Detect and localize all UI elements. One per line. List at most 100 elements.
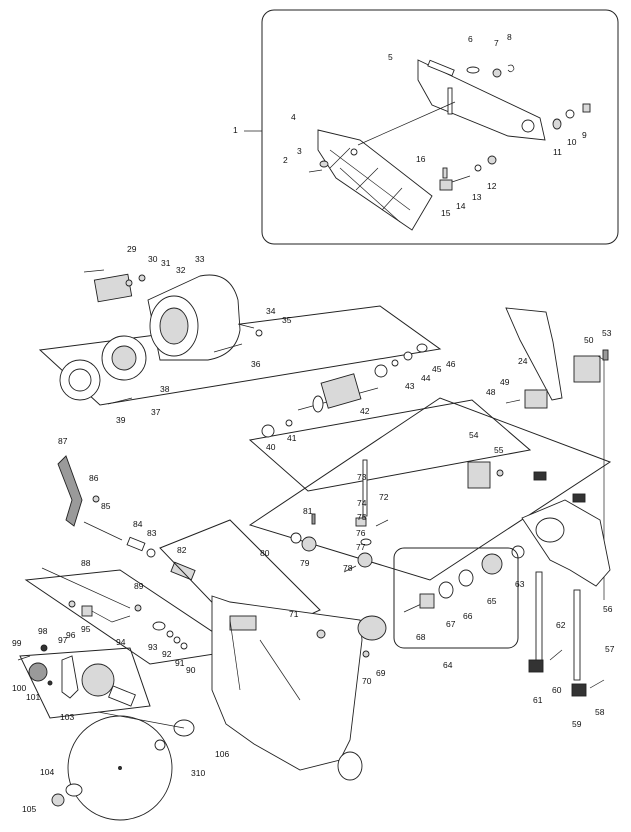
part-label-96: 96 bbox=[66, 630, 76, 640]
part-label-40: 40 bbox=[266, 442, 276, 452]
part-label-94: 94 bbox=[116, 637, 126, 647]
clamp-block-top2 bbox=[572, 493, 586, 503]
spindle-68 bbox=[403, 593, 435, 613]
part-label-48: 48 bbox=[486, 387, 496, 397]
part-label-106: 106 bbox=[215, 749, 229, 759]
part-label-54: 54 bbox=[469, 430, 479, 440]
blade-guard-assembly-box bbox=[261, 9, 619, 245]
part-label-64: 64 bbox=[443, 660, 453, 670]
part-label-32: 32 bbox=[176, 265, 186, 275]
assembly-line-a bbox=[357, 101, 456, 146]
part-label-100: 100 bbox=[12, 683, 26, 693]
bolt-36 bbox=[213, 343, 243, 353]
part-label-86: 86 bbox=[89, 473, 99, 483]
knob-100 bbox=[28, 662, 48, 682]
part-label-1: 1 bbox=[233, 125, 238, 135]
part-label-8: 8 bbox=[507, 32, 512, 42]
screw-72 bbox=[375, 519, 389, 527]
part-label-33: 33 bbox=[195, 254, 205, 264]
part-label-104: 104 bbox=[40, 767, 54, 777]
part-label-68: 68 bbox=[416, 632, 426, 642]
bracket-50 bbox=[573, 355, 601, 383]
screw-31 bbox=[125, 279, 133, 287]
part-label-16: 16 bbox=[416, 154, 426, 164]
ring-90 bbox=[180, 642, 188, 650]
part-label-85: 85 bbox=[101, 501, 111, 511]
blade-axis-line bbox=[97, 711, 185, 729]
ring-35 bbox=[255, 329, 263, 337]
screw-34 bbox=[237, 323, 255, 329]
part-label-4: 4 bbox=[291, 112, 296, 122]
part-label-39: 39 bbox=[116, 415, 126, 425]
brush-cap-30 bbox=[93, 273, 133, 303]
part-label-77: 77 bbox=[356, 542, 366, 552]
bearing-67 bbox=[438, 581, 454, 599]
washer-83 bbox=[146, 548, 156, 558]
rod-57 bbox=[573, 589, 581, 681]
flange-104 bbox=[65, 783, 83, 797]
bushing-11 bbox=[552, 118, 562, 130]
part-label-43: 43 bbox=[405, 381, 415, 391]
screw-60 bbox=[549, 649, 563, 661]
part-label-70: 70 bbox=[362, 676, 372, 686]
part-label-65: 65 bbox=[487, 596, 497, 606]
part-label-41: 41 bbox=[287, 433, 297, 443]
part-label-24: 24 bbox=[518, 356, 528, 366]
screw-78 bbox=[343, 565, 357, 573]
screw-89 bbox=[134, 604, 142, 612]
part-label-87: 87 bbox=[58, 436, 68, 446]
ring-92 bbox=[166, 630, 174, 638]
part-label-5: 5 bbox=[388, 52, 393, 62]
part-label-101: 101 bbox=[26, 692, 40, 702]
part-label-80: 80 bbox=[260, 548, 270, 558]
part-label-46: 46 bbox=[446, 359, 456, 369]
screw-86 bbox=[92, 495, 100, 503]
riving-knife-24 bbox=[505, 307, 563, 401]
armature-group-outline bbox=[248, 399, 532, 492]
blade-center bbox=[118, 766, 122, 770]
gear-77 bbox=[357, 552, 373, 568]
screw-55 bbox=[496, 469, 504, 477]
plate-49 bbox=[524, 389, 548, 409]
part-label-310: 310 bbox=[191, 768, 205, 778]
part-label-103: 103 bbox=[60, 712, 74, 722]
bolt-14 bbox=[451, 175, 471, 183]
part-label-95: 95 bbox=[81, 624, 91, 634]
spindle-assembly-box bbox=[393, 547, 519, 649]
part-label-73: 73 bbox=[357, 472, 367, 482]
screw-29 bbox=[83, 269, 105, 273]
washer-3 bbox=[319, 160, 329, 168]
ring-91 bbox=[173, 636, 181, 644]
block-59 bbox=[571, 683, 587, 697]
part-label-63: 63 bbox=[515, 579, 525, 589]
part-label-92: 92 bbox=[162, 649, 172, 659]
arm-bracket-56 bbox=[521, 499, 611, 587]
part-label-37: 37 bbox=[151, 407, 161, 417]
sleeve-82 bbox=[170, 561, 196, 581]
lever-87 bbox=[57, 455, 83, 527]
part-label-45: 45 bbox=[432, 364, 442, 374]
rod-62 bbox=[535, 571, 543, 663]
part-label-11: 11 bbox=[553, 147, 562, 157]
part-label-9: 9 bbox=[582, 130, 587, 140]
part-label-83: 83 bbox=[147, 528, 157, 538]
part-label-49: 49 bbox=[500, 377, 510, 387]
guard-side-plate-part bbox=[317, 129, 433, 231]
ring-41 bbox=[285, 419, 293, 427]
part-label-55: 55 bbox=[494, 445, 504, 455]
part-label-58: 58 bbox=[595, 707, 605, 717]
part-label-57: 57 bbox=[605, 644, 615, 654]
block-15 bbox=[439, 179, 453, 191]
part-label-90: 90 bbox=[186, 665, 196, 675]
washer-310 bbox=[154, 739, 166, 751]
washer-80 bbox=[290, 532, 302, 544]
part-label-60: 60 bbox=[552, 685, 562, 695]
part-label-97: 97 bbox=[58, 635, 68, 645]
plate-97 bbox=[61, 655, 79, 699]
part-label-89: 89 bbox=[134, 581, 144, 591]
washer-13 bbox=[474, 164, 482, 172]
part-label-66: 66 bbox=[463, 611, 473, 621]
screw-48 bbox=[505, 399, 521, 404]
part-label-91: 91 bbox=[175, 658, 185, 668]
